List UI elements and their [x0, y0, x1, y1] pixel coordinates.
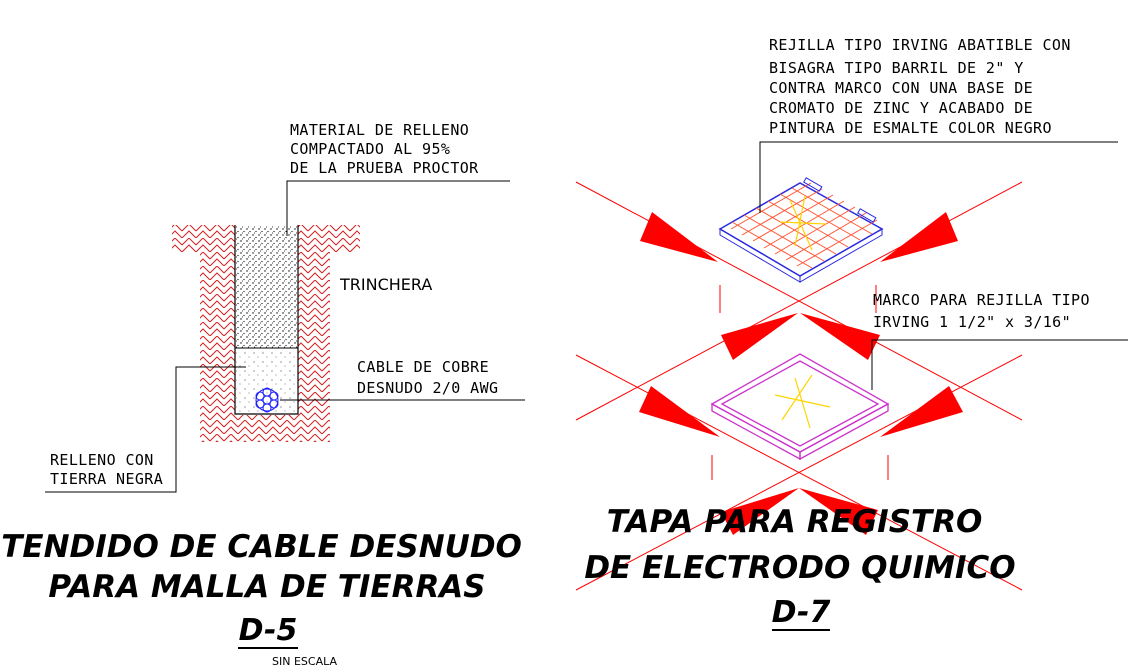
arrow-icon: [639, 386, 720, 437]
fill-note: MATERIAL DE RELLENO COMPACTADO AL 95% DE…: [290, 121, 479, 177]
arrow-icon: [721, 313, 798, 360]
trench-outline: [234, 225, 299, 415]
scale-note: SIN ESCALA: [272, 655, 337, 668]
cover-title: TAPA PARA REGISTRO DE ELECTRODO QUIMICO: [584, 504, 1015, 586]
arrow-icon: [721, 488, 799, 535]
backfill-note: RELLENO CON TIERRA NEGRA: [50, 451, 163, 488]
grate-bars: [730, 182, 878, 269]
compacted-fill: [236, 226, 297, 348]
black-soil-fill: [236, 349, 297, 413]
irving-grate: [718, 177, 884, 283]
leader-frame-note: [871, 339, 1128, 390]
hinge-icon: [803, 177, 823, 192]
grate-note: REJILLA TIPO IRVING ABATIBLE CON BISAGRA…: [769, 36, 1080, 137]
trench-label: TRINCHERA: [339, 275, 432, 294]
cable-note: CABLE DE COBRE DESNUDO 2/0 AWG: [357, 358, 498, 397]
copper-cable-icon: [255, 387, 279, 413]
detail-code-d7: D-7: [772, 595, 831, 630]
hinge-icon: [857, 208, 877, 223]
arrow-icon: [799, 488, 878, 535]
trench-title: TENDIDO DE CABLE DESNUDO PARA MALLA DE T…: [1, 529, 532, 605]
cover-detail: REJILLA TIPO IRVING ABATIBLE CON BISAGRA…: [575, 36, 1128, 631]
frame-accent: [774, 374, 831, 429]
section-arrows: [639, 212, 963, 535]
arrow-icon: [640, 212, 718, 262]
trench-detail: MATERIAL DE RELLENO COMPACTADO AL 95% DE…: [1, 121, 532, 668]
leader-backfill-note: [45, 366, 246, 493]
grate-accent: [779, 195, 827, 251]
irving-frame: [710, 353, 890, 461]
arrow-icon: [880, 212, 958, 262]
leader-grate-note: [759, 141, 1118, 213]
arrow-icon: [880, 386, 963, 437]
leader-fill-note: [286, 180, 510, 236]
arrow-icon: [800, 313, 880, 360]
detail-code-d5: D-5: [239, 613, 298, 648]
frame-note: MARCO PARA REJILLA TIPO IRVING 1 1/2" x …: [873, 291, 1099, 331]
